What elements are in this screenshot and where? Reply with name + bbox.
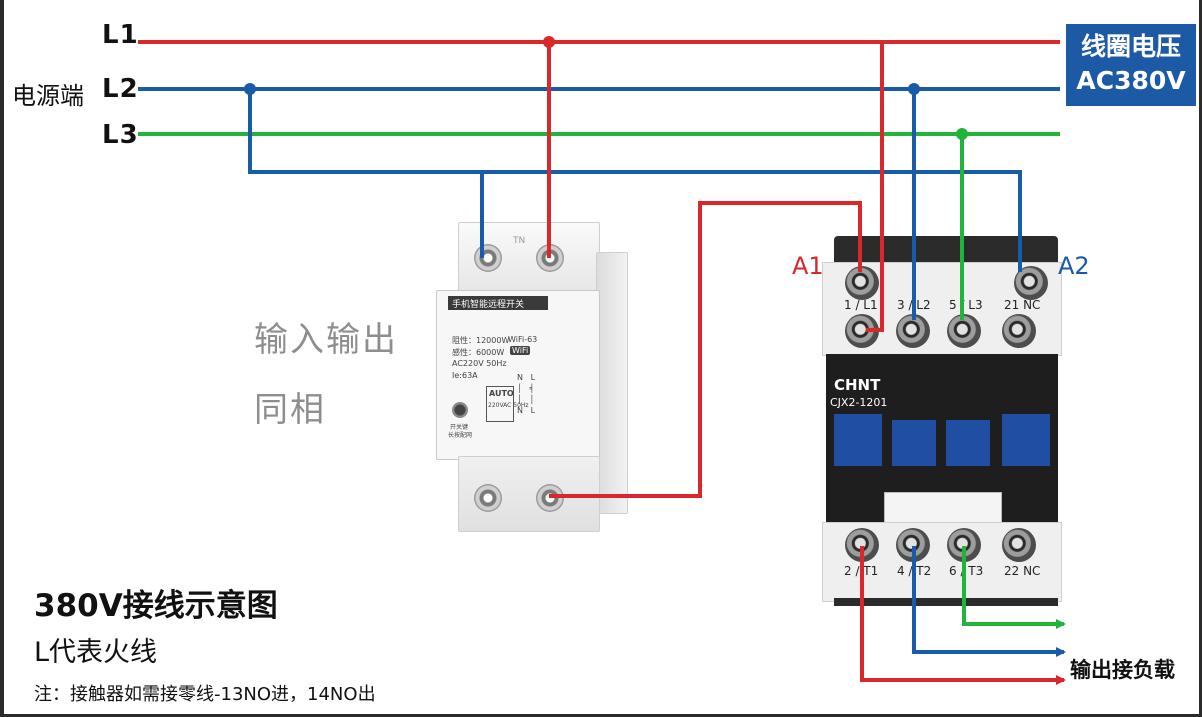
t1-output-wire — [860, 546, 1066, 685]
terminal-label-22nc: 22 NC — [1004, 564, 1041, 578]
power-source-label: 电源端 — [12, 82, 84, 110]
contactor-screw-22nc — [1002, 528, 1036, 562]
a2-label: A2 — [1058, 252, 1090, 280]
t3-output-wire — [962, 546, 1066, 629]
output-load-label: 输出接负载 — [1070, 658, 1175, 682]
contactor-brand: CHNT — [834, 376, 881, 394]
switch-front-panel — [436, 290, 600, 460]
frame-bottom-border — [0, 714, 1202, 717]
frame-left-border — [0, 0, 4, 717]
terminal-label-5-l3: 5 / L3 — [949, 298, 983, 312]
contactor-contact-window-2 — [892, 420, 936, 466]
l2-branch-to-a2 — [248, 89, 1022, 272]
switch-output-terminal-n — [474, 484, 502, 512]
diagram-title: 380V接线示意图 — [34, 588, 278, 624]
coil-voltage-box: 线圈电压 AC380V — [1066, 24, 1196, 106]
l3-label: L3 — [102, 120, 139, 150]
switch-spec-inductive: 感性：6000W — [452, 348, 505, 357]
contactor-model: CJX2-1201 — [830, 396, 888, 409]
phase-note-line1: 输入输出 — [254, 320, 398, 360]
switch-spec-voltage: AC220V 50Hz — [452, 359, 507, 368]
t2-output-wire — [912, 546, 1066, 657]
contactor-contact-window-1 — [834, 414, 882, 466]
switch-top-mark: TN — [513, 236, 526, 246]
switch-input-terminal-n — [474, 244, 502, 272]
switch-auto-box — [486, 386, 514, 422]
a1-label: A1 — [792, 252, 824, 280]
terminal-label-6-t3: 6 / T3 — [949, 564, 984, 578]
l1-junction-dot — [543, 36, 555, 48]
switch-circuit-symbol: N L│ ╡│ │N L — [517, 373, 536, 415]
l1-label: L1 — [102, 20, 139, 50]
switch-model: WiFi-63 — [508, 335, 538, 344]
phase-note-line2: 同相 — [254, 390, 326, 430]
diagram-note: 注：接触器如需接零线-13NO进，14NO出 — [34, 684, 376, 705]
switch-spec-current: Ie:63A — [452, 371, 478, 380]
contactor-base — [834, 598, 1058, 606]
coil-voltage-value: AC380V — [1076, 66, 1186, 95]
switch-output-to-a1 — [549, 201, 862, 498]
frame-right-border — [1199, 0, 1202, 717]
contactor-contact-window-3 — [946, 420, 990, 466]
switch-name: 手机智能远程开关 — [452, 300, 525, 310]
terminal-label-1-l1: 1 / L1 — [844, 298, 878, 312]
l1-to-contactor-l1 — [866, 42, 884, 332]
contactor-contact-window-4 — [1002, 414, 1050, 466]
l2-label: L2 — [102, 74, 139, 104]
switch-spec-resistive: 阻性：12000W — [452, 336, 510, 345]
l2-contactor-junction-dot — [908, 83, 920, 95]
l2-junction-dot — [244, 83, 256, 95]
switch-pair-button — [452, 402, 468, 418]
switch-name-bar — [448, 296, 548, 310]
contactor-screw-21nc — [1002, 314, 1036, 348]
switch-button-sub: 长按配网 — [448, 432, 473, 439]
switch-button-label: 开关键 — [450, 424, 469, 431]
diagram-subtitle: L代表火线 — [34, 637, 158, 668]
l3-junction-dot — [956, 128, 968, 140]
wifi-icon: WiFi — [510, 346, 531, 355]
coil-voltage-title: 线圈电压 — [1080, 32, 1181, 61]
switch-auto-label: AUTO — [489, 389, 514, 398]
terminal-label-21nc: 21 NC — [1004, 298, 1041, 312]
switch-auto-sub: 220VAC 50Hz — [488, 402, 529, 409]
